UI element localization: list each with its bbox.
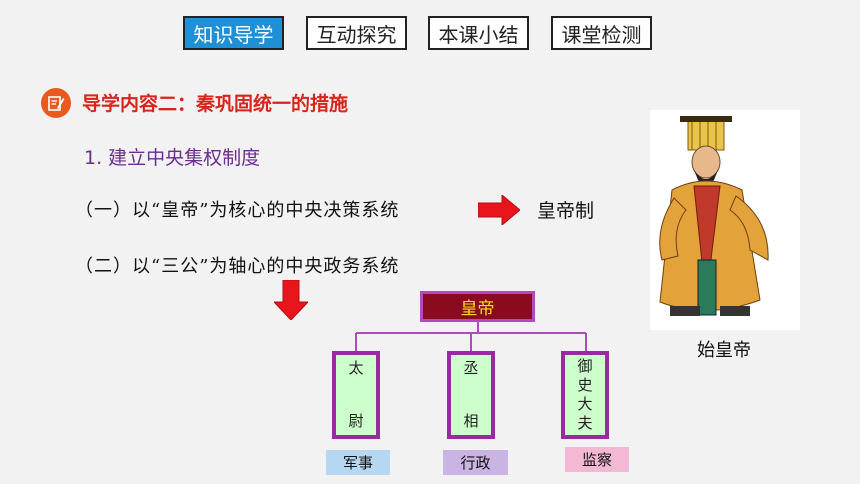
portrait-caption: 始皇帝 — [697, 340, 751, 361]
section-title: 导学内容二：秦巩固统一的措施 — [82, 93, 349, 115]
office-char: 太 — [348, 359, 364, 377]
office-yushidafu: 御 史 大 夫 — [561, 351, 609, 439]
office-char: 丞 — [463, 359, 479, 377]
office-char: 御 — [577, 357, 593, 375]
arrow-down-icon — [274, 280, 308, 320]
arrow-right-icon — [478, 195, 520, 225]
duty-supervision: 监察 — [565, 447, 629, 472]
tab-class-test[interactable]: 课堂检测 — [551, 16, 652, 50]
office-char: 史 — [577, 376, 593, 394]
office-chengxiang: 丞 相 — [447, 351, 495, 439]
tab-lesson-summary[interactable]: 本课小结 — [428, 16, 529, 50]
tab-interactive-inquiry[interactable]: 互动探究 — [306, 16, 407, 50]
duty-military: 军事 — [326, 450, 390, 475]
office-taiwei: 太 尉 — [332, 351, 380, 439]
pencil-note-icon — [41, 88, 71, 118]
administration-system-line: （二）以“三公”为轴心的中央政务系统 — [75, 256, 400, 277]
decision-system-line: （一）以“皇帝”为核心的中央决策系统 — [75, 200, 400, 221]
duty-administration: 行政 — [443, 450, 508, 475]
tab-knowledge-guide[interactable]: 知识导学 — [183, 16, 284, 50]
org-emperor-box: 皇帝 — [420, 291, 535, 322]
subtitle: 1. 建立中央集权制度 — [84, 147, 261, 169]
emperor-system-label: 皇帝制 — [537, 200, 595, 222]
office-char: 夫 — [577, 414, 593, 432]
office-char: 大 — [577, 395, 593, 413]
office-char: 相 — [463, 412, 479, 430]
office-char: 尉 — [348, 412, 364, 430]
emperor-portrait — [650, 110, 800, 330]
